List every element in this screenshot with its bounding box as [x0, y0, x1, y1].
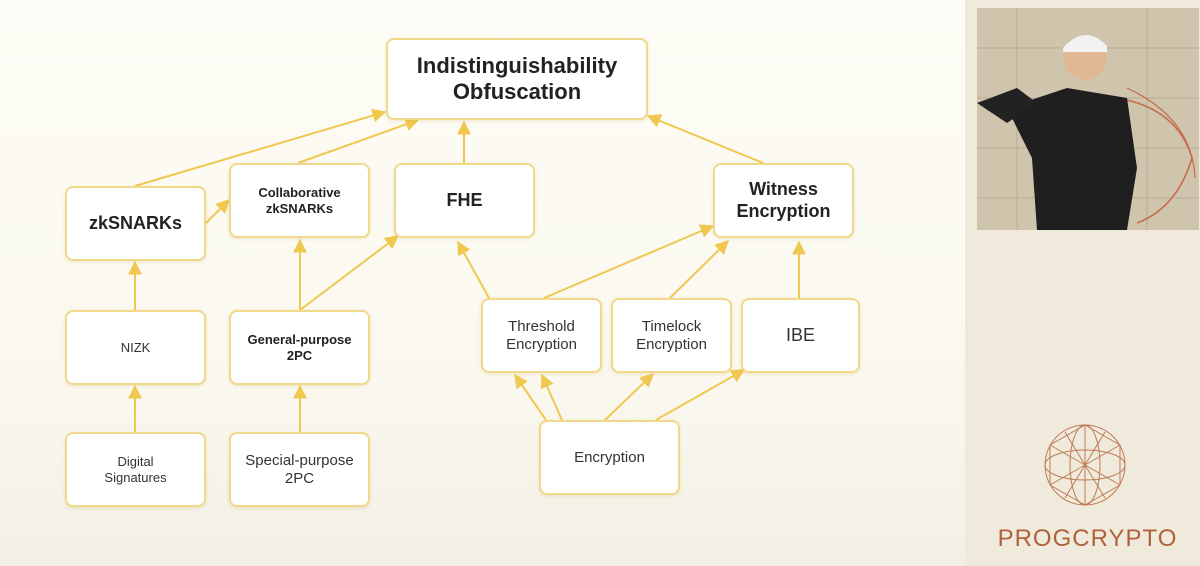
edge-zksnarks-collab: [205, 199, 230, 224]
node-fhe: FHE: [394, 163, 535, 238]
edge-collab-io: [297, 117, 420, 164]
node-threshold-encryption: Threshold Encryption: [481, 298, 602, 373]
node-ibe: IBE: [741, 298, 860, 373]
brand-name: PROGCRYPTO: [997, 525, 1178, 552]
progcrypto-globe-icon: [1044, 424, 1126, 506]
edge-threshold-fhe: [457, 240, 490, 299]
edge-enc-threshold2: [540, 373, 563, 421]
node-indistinguishability-obfuscation: Indistinguishability Obfuscation: [386, 38, 648, 120]
edge-enc-ibe: [655, 369, 746, 421]
speaker-video: [977, 8, 1199, 230]
node-timelock-encryption: Timelock Encryption: [611, 298, 732, 373]
edge-witness-io: [646, 114, 764, 164]
slide: Indistinguishability Obfuscation zkSNARK…: [0, 0, 965, 566]
edge-enc-threshold1: [514, 373, 547, 421]
edge-timelock-witness: [669, 240, 729, 299]
node-nizk: NIZK: [65, 310, 206, 385]
node-witness-encryption: Witness Encryption: [713, 163, 854, 238]
node-general-purpose-2pc: General-purpose 2PC: [229, 310, 370, 385]
speaker-image: [977, 8, 1199, 230]
node-collaborative-zksnarks: Collaborative zkSNARKs: [229, 163, 370, 238]
node-digital-signatures: Digital Signatures: [65, 432, 206, 507]
node-zksnarks: zkSNARKs: [65, 186, 206, 261]
node-encryption: Encryption: [539, 420, 680, 495]
diagram-edges: [128, 108, 806, 432]
node-special-purpose-2pc: Special-purpose 2PC: [229, 432, 370, 507]
edge-zksnarks-io: [134, 108, 387, 187]
edge-threshold-witness: [543, 224, 715, 299]
edge-enc-timelock: [604, 373, 655, 421]
edge-gp2pc-fhe: [299, 235, 400, 311]
